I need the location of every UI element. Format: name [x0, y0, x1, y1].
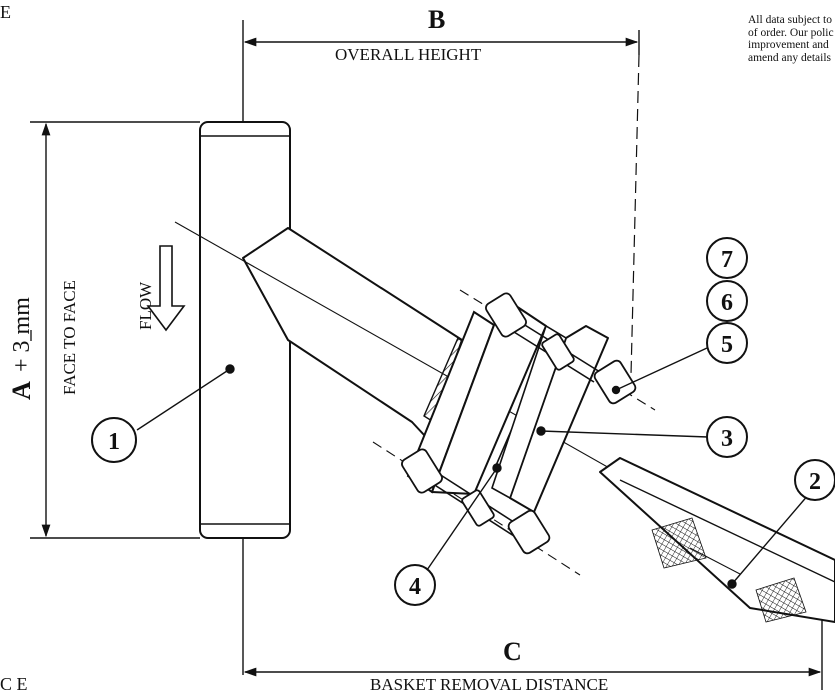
corner-label-bottom: C E	[0, 674, 28, 690]
flow-arrow-icon	[146, 245, 186, 332]
pipe-body	[199, 121, 291, 539]
dimension-b-letter: B	[428, 5, 445, 34]
dimension-a-letter: A	[7, 381, 36, 400]
disclaimer-note: All data subject to of order. Our polic …	[748, 14, 835, 64]
flange-right	[491, 324, 609, 513]
callout-6: 6	[706, 280, 748, 322]
callout-7: 7	[706, 237, 748, 279]
callout-5: 5	[706, 322, 748, 364]
svg-text:6: 6	[721, 290, 733, 316]
dimension-a	[30, 121, 200, 539]
bolt-upper	[485, 292, 637, 405]
note-line: All data subject to	[748, 14, 832, 26]
strainer-basket	[599, 457, 835, 623]
callout-1: 1	[91, 417, 137, 463]
svg-text:7: 7	[721, 247, 733, 273]
corner-label-top: E	[0, 2, 11, 22]
dimension-b-label: OVERALL HEIGHT	[335, 45, 482, 64]
note-line: of order. Our polic	[748, 26, 834, 39]
svg-text:2: 2	[809, 469, 821, 495]
dimension-a-label: FACE TO FACE	[60, 280, 79, 395]
flow-label: FLOW	[136, 281, 155, 330]
callout-2: 2	[794, 459, 835, 501]
centre-line	[174, 221, 681, 509]
callout-3: 3	[706, 416, 748, 458]
svg-text:1: 1	[108, 429, 120, 455]
svg-text:5: 5	[721, 332, 733, 358]
dimension-c-letter: C	[503, 637, 522, 666]
note-line: improvement and	[748, 39, 829, 51]
callout-4: 4	[394, 564, 436, 606]
note-line: amend any details	[748, 51, 832, 64]
callout-leaders	[136, 347, 810, 589]
bolt-lower	[401, 448, 551, 555]
dimension-c-label: BASKET REMOVAL DISTANCE	[370, 675, 608, 690]
svg-text:3: 3	[721, 426, 733, 452]
svg-text:4: 4	[409, 574, 421, 600]
